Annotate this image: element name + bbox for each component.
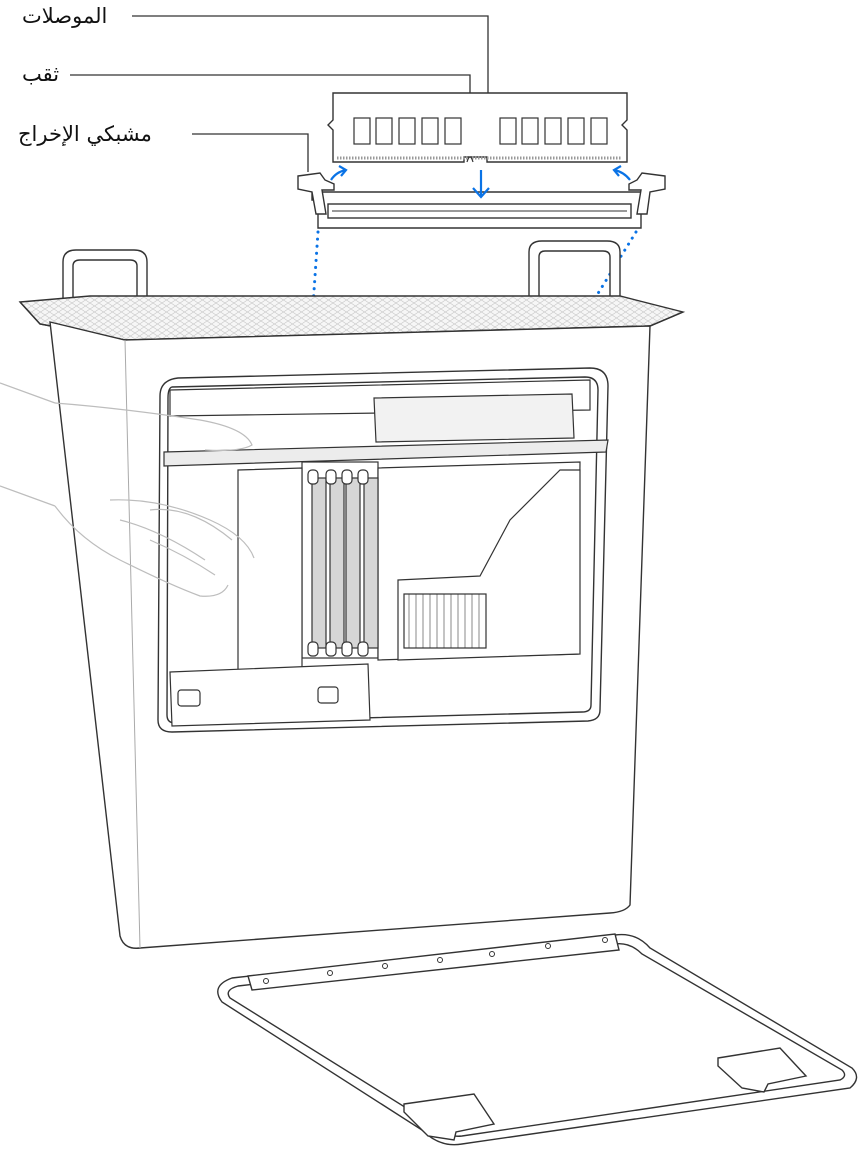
connectors-callout-label: الموصلات	[22, 4, 108, 28]
notch-callout-label: ثقب	[22, 62, 60, 86]
ejector-clip-right	[628, 172, 666, 215]
panel-hinge-bar	[247, 933, 620, 991]
ejector-clip-leader-line	[192, 133, 309, 172]
module-notch	[466, 156, 474, 163]
ejector-clip-left	[297, 172, 335, 215]
hand-illustration	[0, 382, 255, 597]
panel-foot-left	[403, 1093, 496, 1141]
memory-module	[327, 92, 628, 163]
side-panel-removed	[217, 933, 858, 1146]
motion-indicators	[330, 165, 631, 199]
installed-memory-modules	[307, 469, 379, 657]
panel-foot-right	[717, 1047, 808, 1093]
ejector-clips-callout-label: مشبكي الإخراج	[18, 122, 152, 146]
memory-slot	[297, 172, 666, 229]
